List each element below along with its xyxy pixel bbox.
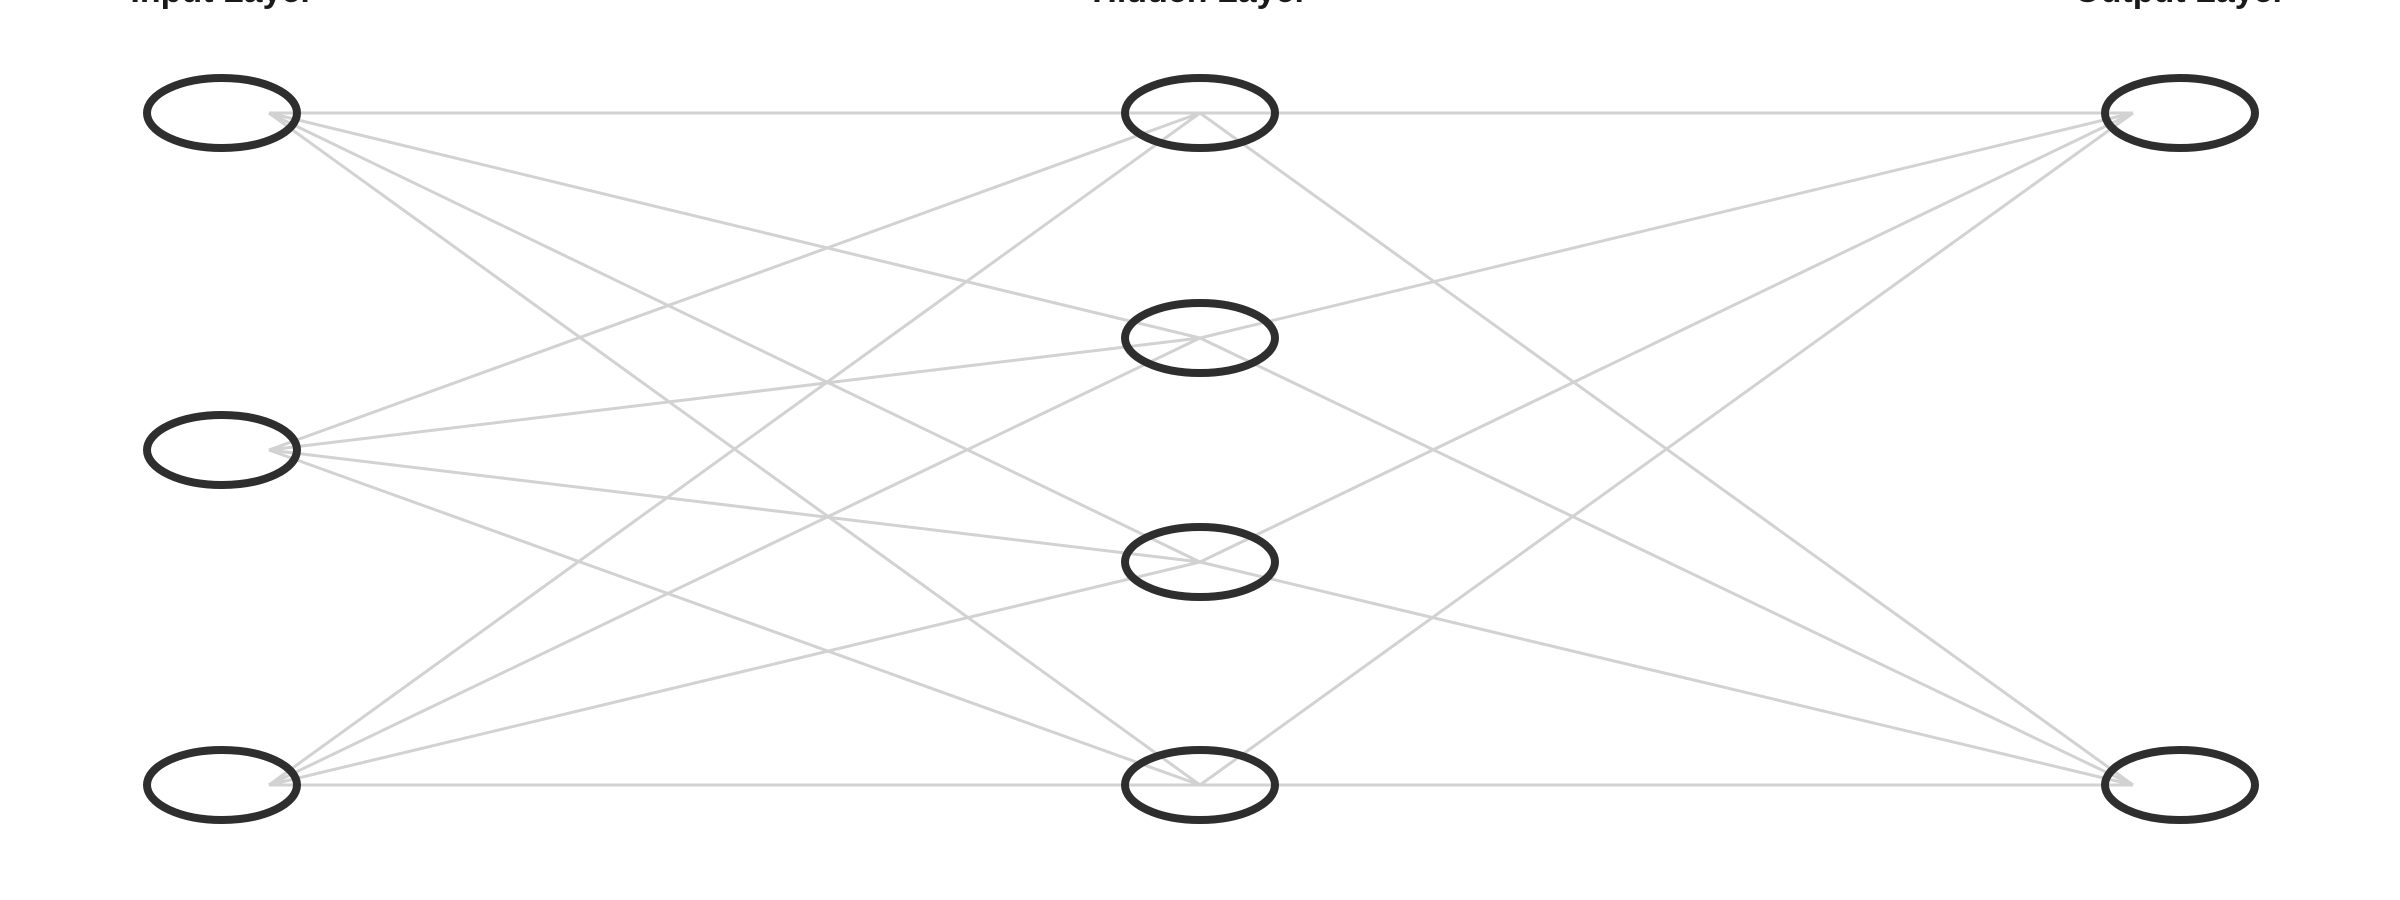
layer-title-input-layer: Input Layer <box>130 0 313 8</box>
node-o2[interactable] <box>2101 746 2259 824</box>
edge <box>268 560 1201 787</box>
node-i3[interactable] <box>143 746 301 824</box>
edge <box>268 111 1201 787</box>
layer-title-hidden-layer: Hidden Layer <box>1092 0 1307 8</box>
edge <box>1199 336 2134 787</box>
node-i1[interactable] <box>143 74 301 152</box>
edge <box>268 111 1201 452</box>
edge <box>268 111 1201 340</box>
edge <box>268 448 1201 787</box>
node-i2[interactable] <box>143 411 301 489</box>
edge <box>268 448 1201 564</box>
edge <box>1199 111 2134 564</box>
nodes-group <box>143 74 2259 824</box>
node-o1[interactable] <box>2101 74 2259 152</box>
edge <box>1199 111 2134 340</box>
node-h3[interactable] <box>1121 523 1279 601</box>
edge <box>268 111 1201 564</box>
node-h1[interactable] <box>1121 74 1279 152</box>
edge <box>268 336 1201 787</box>
edge <box>268 336 1201 452</box>
edges-group <box>268 111 2134 787</box>
edge <box>1199 560 2134 787</box>
layer-title-output-layer: Output Layer <box>2074 0 2286 8</box>
node-h4[interactable] <box>1121 746 1279 824</box>
node-h2[interactable] <box>1121 299 1279 377</box>
edge <box>1199 111 2134 787</box>
